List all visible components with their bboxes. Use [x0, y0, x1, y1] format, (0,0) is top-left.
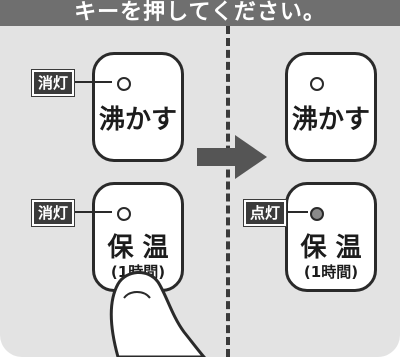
- boil-key-before[interactable]: 沸かす: [92, 52, 184, 162]
- keep-warm-key-label: 保 温: [107, 233, 169, 263]
- section-divider: [226, 26, 230, 357]
- led-status-tag: 消灯: [32, 70, 75, 96]
- header-bar: キーを押してください。: [0, 0, 400, 26]
- led-indicator-off: [117, 77, 131, 91]
- boil-key-after[interactable]: 沸かす: [285, 52, 377, 162]
- leader-line: [72, 81, 112, 83]
- led-indicator-off: [310, 77, 324, 91]
- keep-warm-key-sublabel: (1時間): [303, 263, 359, 281]
- leader-line: [282, 211, 308, 213]
- led-indicator-on: [310, 207, 324, 221]
- boil-key-label: 沸かす: [291, 105, 370, 135]
- keep-warm-key-label: 保 温: [300, 233, 362, 263]
- header-instruction: キーを押してください。: [74, 0, 326, 25]
- leader-line: [72, 211, 112, 213]
- finger-press-icon: [109, 271, 206, 357]
- boil-key-label: 沸かす: [98, 105, 177, 135]
- led-status-tag: 消灯: [32, 200, 75, 226]
- led-indicator-off: [117, 207, 131, 221]
- right-arrow-icon: [197, 135, 267, 179]
- keep-warm-key-after[interactable]: 保 温 (1時間): [285, 182, 377, 292]
- led-status-tag: 点灯: [244, 200, 287, 226]
